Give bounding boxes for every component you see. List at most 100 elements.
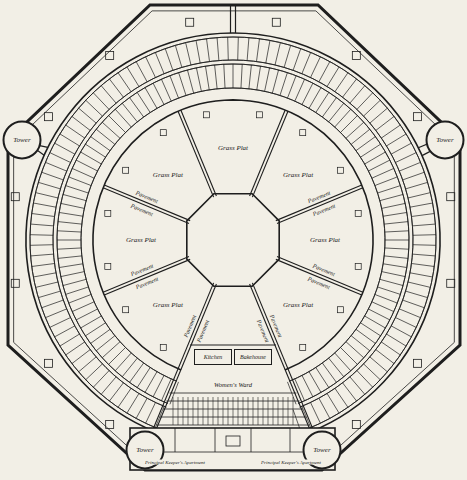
cell-partition bbox=[42, 172, 64, 180]
window-square bbox=[352, 421, 360, 429]
pavement-label: Pavement bbox=[195, 318, 210, 344]
room-label: Bakehouse bbox=[240, 354, 266, 360]
plat-square bbox=[355, 264, 361, 270]
pavement-label: Pavement bbox=[269, 313, 284, 339]
cell-partition bbox=[309, 372, 321, 393]
cell-partition bbox=[127, 393, 139, 413]
pavement-label: Pavement bbox=[134, 189, 160, 204]
radial-wall bbox=[103, 257, 189, 293]
cell-partition bbox=[327, 67, 339, 87]
ward-cell bbox=[248, 397, 249, 425]
cell-partition bbox=[395, 317, 416, 327]
cell-partition bbox=[350, 377, 365, 394]
cell-partition bbox=[85, 323, 105, 336]
pavement-label: Pavement bbox=[182, 313, 197, 339]
ward-cell bbox=[198, 397, 199, 425]
cell-partition bbox=[42, 300, 64, 308]
pavement-label: Pavement bbox=[306, 189, 332, 204]
cell-partition bbox=[364, 364, 381, 380]
cell-partition bbox=[59, 212, 83, 216]
ward-cell bbox=[208, 397, 209, 425]
window-square bbox=[414, 113, 422, 121]
cell-partition bbox=[130, 363, 144, 382]
cell-partition bbox=[69, 177, 91, 186]
room-box: Bakehouse bbox=[234, 349, 272, 365]
window-square bbox=[414, 359, 422, 367]
cell-partition bbox=[382, 272, 405, 277]
plat-square bbox=[123, 307, 129, 313]
plat-square bbox=[355, 210, 361, 216]
cell-partition bbox=[335, 73, 348, 92]
cell-partition bbox=[207, 39, 210, 62]
cell-partition bbox=[109, 383, 123, 401]
cell-partition bbox=[186, 43, 191, 65]
cell-partition bbox=[38, 182, 60, 189]
pavement-label: Pavement bbox=[311, 263, 337, 278]
tower-wall bbox=[427, 122, 464, 159]
radial-wall bbox=[276, 259, 362, 295]
cell-partition bbox=[57, 248, 81, 249]
cell-partition bbox=[406, 291, 428, 298]
cell-partition bbox=[309, 88, 321, 109]
pavement-label: Pavement bbox=[129, 263, 155, 278]
cell-partition bbox=[351, 129, 370, 144]
cell-partition bbox=[196, 68, 201, 91]
cell-partition bbox=[36, 282, 58, 287]
cell-partition bbox=[205, 66, 209, 90]
cell-partition bbox=[295, 79, 305, 101]
cell-partition bbox=[382, 203, 405, 208]
radial-wall bbox=[104, 185, 190, 221]
cell-partition bbox=[322, 363, 336, 382]
cell-partition bbox=[356, 137, 375, 151]
cell-partition bbox=[372, 302, 394, 312]
cell-partition bbox=[179, 73, 186, 96]
window-square bbox=[352, 51, 360, 59]
pavement-label: Pavement bbox=[306, 276, 332, 291]
ward-cell bbox=[238, 397, 239, 425]
cell-partition bbox=[378, 186, 401, 193]
cell-partition bbox=[33, 273, 56, 277]
radial-wall bbox=[103, 188, 189, 224]
cell-partition bbox=[61, 272, 84, 277]
plat-label: Grass Plat bbox=[309, 237, 341, 244]
cell-partition bbox=[386, 134, 406, 146]
cell-partition bbox=[412, 254, 435, 256]
cell-partition bbox=[233, 64, 234, 88]
pavement-label: Pavement bbox=[256, 318, 271, 344]
cell-partition bbox=[32, 263, 55, 266]
cell-partition bbox=[130, 98, 144, 117]
cell-partition bbox=[357, 93, 373, 110]
cell-partition bbox=[413, 244, 436, 246]
tower-circle: Tower bbox=[425, 120, 465, 160]
yard-wall bbox=[235, 5, 236, 33]
plat-square bbox=[337, 307, 343, 313]
cell-partition bbox=[378, 287, 401, 294]
cell-partition bbox=[265, 68, 270, 91]
cell-partition bbox=[57, 231, 81, 232]
cell-partition bbox=[79, 108, 96, 123]
plat-label: Grass Plat bbox=[282, 302, 314, 309]
cell-partition bbox=[96, 336, 115, 351]
cell-partition bbox=[72, 350, 90, 364]
cell-partition bbox=[31, 224, 54, 226]
cell-partition bbox=[275, 43, 280, 65]
room-wall bbox=[235, 350, 272, 365]
tower-circle: Tower bbox=[2, 120, 42, 160]
gate bbox=[226, 436, 240, 446]
radial-wall bbox=[178, 111, 214, 197]
cell-partition bbox=[215, 65, 218, 89]
cell-partition bbox=[58, 222, 82, 225]
building-partition bbox=[175, 428, 176, 452]
cell-partition bbox=[101, 377, 116, 394]
plat-label: Grass Plat bbox=[152, 302, 184, 309]
building-partition bbox=[290, 428, 291, 452]
window-square bbox=[11, 193, 19, 201]
cell-partition bbox=[101, 86, 116, 103]
plat-label: Grass Plat bbox=[125, 237, 157, 244]
cell-partition bbox=[360, 323, 380, 336]
cell-partition bbox=[343, 383, 357, 401]
cell-partition bbox=[380, 279, 403, 285]
ward-cell bbox=[233, 397, 234, 425]
ring-wall bbox=[57, 64, 409, 403]
